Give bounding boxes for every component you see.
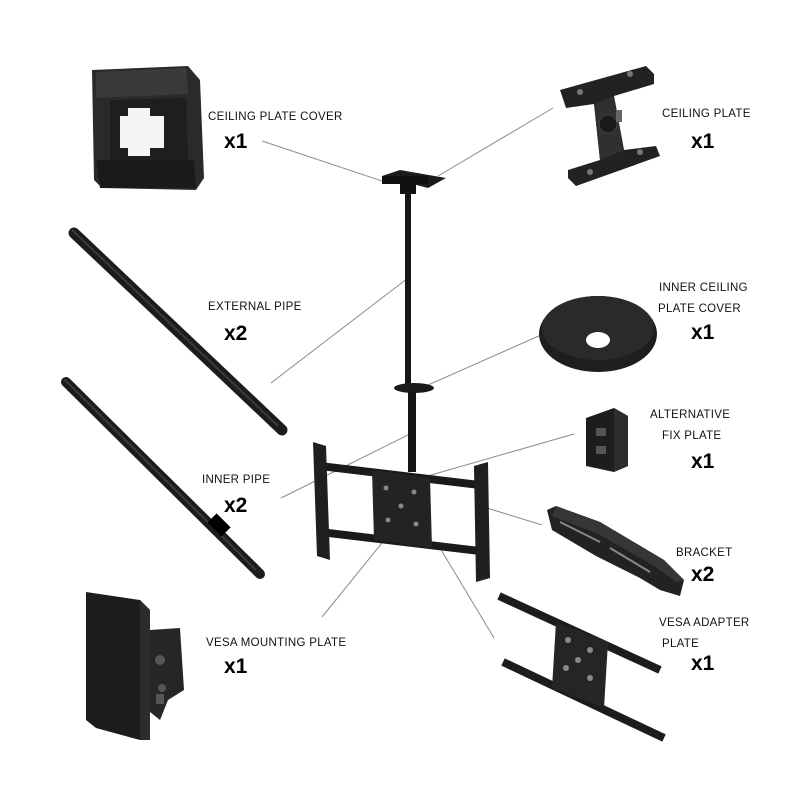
- ceiling-plate-qty: x1: [691, 130, 715, 153]
- alternative-fix-plate-label: ALTERNATIVE: [650, 409, 731, 421]
- bracket-image: [547, 506, 684, 596]
- inner-pipe-label: INNER PIPE: [202, 474, 271, 486]
- vesa-mounting-plate-label: VESA MOUNTING PLATE: [206, 637, 347, 649]
- inner-ceiling-plate-cover-qty: x1: [691, 321, 715, 344]
- leader-bracket: [486, 507, 543, 526]
- alternative-fix-plate-label-2: FIX PLATE: [662, 430, 722, 442]
- vesa-adapter-plate-label-2: PLATE: [662, 638, 700, 650]
- leader-vesa-adapter-plate: [439, 547, 495, 639]
- assembled-mount-image: [313, 170, 490, 582]
- inner-pipe-image: [61, 377, 265, 579]
- leader-inner-ceiling-plate-cover: [427, 334, 542, 386]
- ceiling-plate-cover-label: CEILING PLATE COVER: [208, 111, 343, 123]
- vesa-adapter-plate-qty: x1: [691, 652, 715, 675]
- alternative-fix-plate-image: [586, 408, 628, 472]
- external-pipe-label: EXTERNAL PIPE: [208, 301, 302, 313]
- leader-alternative-fix-plate: [423, 433, 575, 478]
- leader-external-pipe: [270, 277, 409, 384]
- leader-ceiling-plate-cover: [261, 140, 386, 183]
- external-pipe-image: [68, 227, 288, 436]
- ceiling-plate-cover-qty: x1: [224, 130, 248, 153]
- vesa-mounting-plate-qty: x1: [224, 655, 248, 678]
- inner-ceiling-plate-cover-image: [539, 296, 657, 372]
- ceiling-plate-image: [560, 66, 660, 186]
- leader-ceiling-plate: [437, 107, 554, 177]
- vesa-adapter-plate-image: [497, 592, 666, 742]
- ceiling-plate-cover-image: [92, 66, 204, 190]
- ceiling-plate-label: CEILING PLATE: [662, 108, 751, 120]
- bracket-label: BRACKET: [676, 547, 733, 559]
- inner-pipe-qty: x2: [224, 494, 248, 517]
- leader-lines: [261, 107, 575, 639]
- external-pipe-qty: x2: [224, 322, 248, 345]
- vesa-mounting-plate-image: [86, 592, 184, 740]
- inner-ceiling-plate-cover-label: INNER CEILING: [659, 282, 748, 294]
- vesa-adapter-plate-label: VESA ADAPTER: [659, 617, 750, 629]
- inner-ceiling-plate-cover-label-2: PLATE COVER: [658, 303, 741, 315]
- alternative-fix-plate-qty: x1: [691, 450, 715, 473]
- leader-inner-pipe: [280, 431, 415, 499]
- bracket-qty: x2: [691, 563, 715, 586]
